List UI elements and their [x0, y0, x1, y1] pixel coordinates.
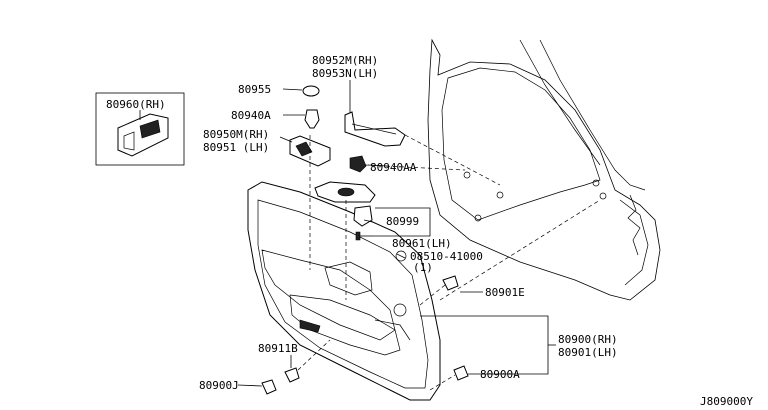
leader-80999-bracket	[373, 207, 431, 237]
guide-80911b	[297, 339, 331, 371]
door-frame	[427, 38, 661, 301]
clip-80940aa	[349, 155, 367, 173]
label-80901-lh: 80901(LH)	[558, 346, 618, 359]
screw-symbol	[395, 250, 407, 262]
screw-08510	[355, 231, 361, 241]
leader-80940aa	[367, 164, 389, 167]
door-hole-5	[599, 192, 607, 200]
armrest-outline	[261, 249, 396, 341]
label-80900a: 80900A	[480, 368, 520, 381]
leader-80900j	[237, 384, 263, 387]
label-80950m-rh: 80950M(RH)	[203, 128, 269, 141]
guide-80900a	[429, 374, 456, 391]
guide-panel-door	[439, 199, 601, 301]
lower-fasteners	[261, 275, 469, 395]
cap-80955	[302, 85, 320, 97]
door-panel-outline	[427, 38, 661, 301]
door-hole-3	[474, 214, 482, 222]
diagram-code: J809000Y	[700, 395, 753, 408]
label-80900j: 80900J	[199, 379, 239, 392]
label-80901e: 80901E	[485, 286, 525, 299]
handle-recess	[324, 261, 373, 296]
label-80953n-lh: 80953N(LH)	[312, 67, 378, 80]
label-80940aa: 80940AA	[370, 161, 417, 174]
label-80900-rh: 80900(RH)	[558, 333, 618, 346]
label-80960-rh: 80960(RH)	[106, 98, 166, 111]
label-80911b: 80911B	[258, 342, 298, 355]
label-80955: 80955	[238, 83, 271, 96]
clip-80911b	[284, 367, 300, 383]
door-hole-4	[592, 179, 600, 187]
switch-button	[139, 119, 161, 139]
leader-80999	[363, 219, 374, 223]
door-hinge-detail	[627, 194, 641, 256]
screw-symbol-slash	[396, 253, 406, 259]
window-frame-line	[539, 39, 646, 191]
switch-bezel-detail	[123, 131, 135, 151]
clip-80940a	[304, 109, 320, 129]
trim-panel-outline	[247, 181, 441, 401]
window-frame-inner	[519, 39, 601, 166]
part-labels: 80960(RH) 80952M(RH) 80953N(LH) 80955 80…	[106, 54, 753, 408]
inset-switch-box	[95, 92, 185, 166]
inset-frame	[95, 92, 185, 166]
guide-bracket	[404, 134, 501, 186]
clip-80900j	[261, 379, 277, 395]
leader-80955	[282, 88, 303, 91]
label-80961-lh: 80961(LH)	[392, 237, 452, 250]
door-trim-panel	[247, 181, 441, 401]
guide-80901e	[419, 284, 446, 306]
trim-slot	[299, 319, 321, 333]
door-inner-panel	[441, 67, 601, 221]
clip-80901e	[442, 275, 459, 291]
upper-parts	[289, 85, 407, 262]
leader-80950m	[279, 136, 293, 143]
door-edge-line	[619, 199, 649, 286]
door-hole-2	[496, 191, 504, 199]
door-hole-1	[463, 171, 471, 179]
bracket-detail	[351, 123, 397, 135]
label-80951-lh: 80951 (LH)	[203, 141, 269, 154]
trim-clip-hole	[393, 303, 407, 317]
label-80940a: 80940A	[231, 109, 271, 122]
label-08510-41000: 08510-41000	[410, 250, 483, 263]
label-qty-1: (1)	[413, 261, 433, 274]
trim-panel-inner	[257, 199, 429, 389]
label-80952m-rh: 80952M(RH)	[312, 54, 378, 67]
escutcheon-hole	[337, 187, 355, 197]
leader-lines	[139, 80, 556, 387]
pull-cup-hole	[295, 141, 313, 157]
trim-detail-line	[374, 319, 411, 341]
clip-80900a	[453, 365, 469, 381]
label-80999: 80999	[386, 215, 419, 228]
